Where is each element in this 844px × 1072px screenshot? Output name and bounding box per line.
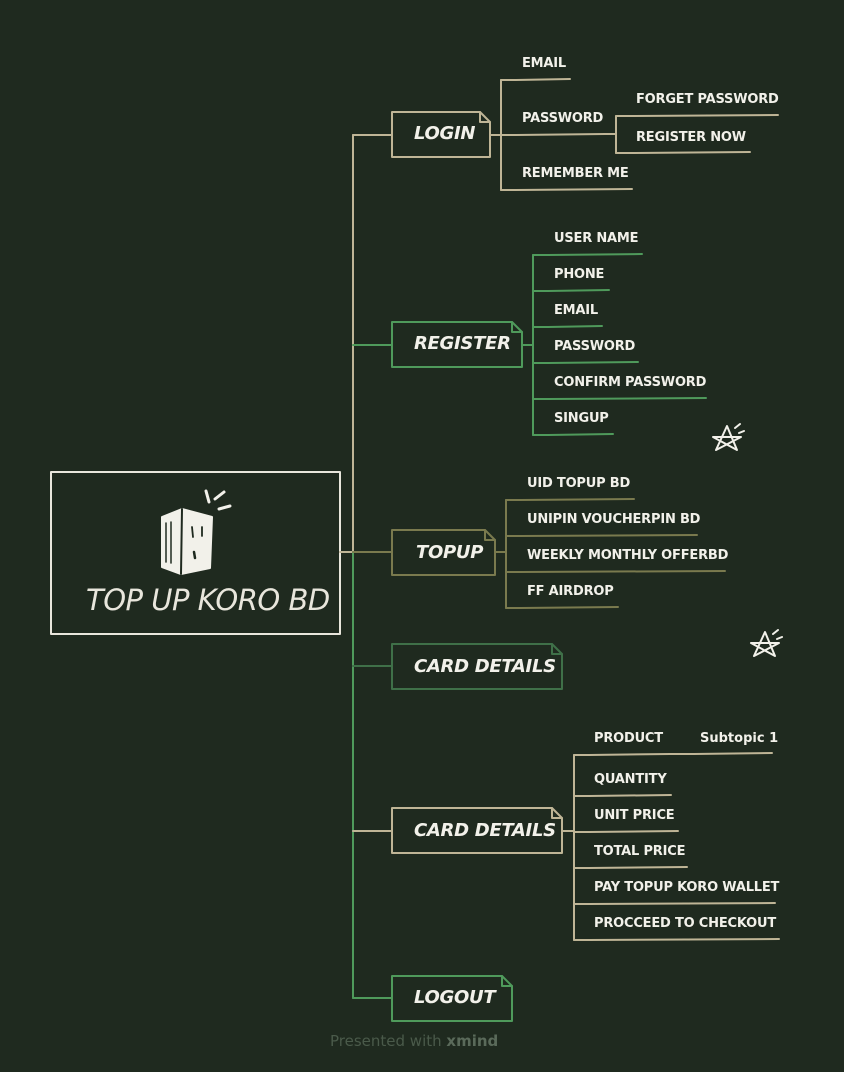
card-product-subtopic[interactable]: Subtopic 1 xyxy=(700,731,779,746)
topup-unipin[interactable]: UNIPIN VOUCHERPIN BD xyxy=(527,512,701,527)
login-remember-me[interactable]: REMEMBER ME xyxy=(522,166,629,181)
register-singup[interactable]: SINGUP xyxy=(554,411,609,426)
star-doodle-icon xyxy=(750,629,783,657)
card-unit-price[interactable]: UNIT PRICE xyxy=(594,808,675,823)
register-topic-box xyxy=(391,321,523,368)
card-details-1-topic[interactable]: CARD DETAILS xyxy=(414,656,556,677)
login-email[interactable]: EMAIL xyxy=(522,56,566,71)
xmind-brand: xmind xyxy=(446,1032,499,1050)
star-doodle-icon xyxy=(712,423,745,451)
card-product[interactable]: PRODUCT xyxy=(594,731,663,746)
card-proceed-checkout[interactable]: PROCCEED TO CHECKOUT xyxy=(594,916,776,931)
topup-topic[interactable]: TOPUP xyxy=(416,542,484,563)
register-password[interactable]: PASSWORD xyxy=(554,339,636,354)
presented-with-footer[interactable]: Presented with xmind xyxy=(330,1032,498,1050)
register-confirm-password[interactable]: CONFIRM PASSWORD xyxy=(554,375,707,390)
login-topic-box xyxy=(391,111,491,158)
topup-weekly-monthly[interactable]: WEEKLY MONTHLY OFFERBD xyxy=(527,548,729,563)
register-email[interactable]: EMAIL xyxy=(554,303,598,318)
login-forget-password[interactable]: FORGET PASSWORD xyxy=(636,92,779,107)
card-details-1-topic-box xyxy=(391,643,563,690)
card-details-2-topic[interactable]: CARD DETAILS xyxy=(414,820,556,841)
root-title[interactable]: TOP UP KORO BD xyxy=(86,583,330,617)
logout-topic[interactable]: LOGOUT xyxy=(414,987,496,1008)
login-register-now[interactable]: REGISTER NOW xyxy=(636,130,746,145)
register-user-name[interactable]: USER NAME xyxy=(554,231,639,246)
book-character-icon xyxy=(161,489,232,575)
card-details-2-topic-box xyxy=(391,807,563,854)
login-topic[interactable]: LOGIN xyxy=(414,123,476,144)
register-topic[interactable]: REGISTER xyxy=(414,333,511,354)
card-total-price[interactable]: TOTAL PRICE xyxy=(594,844,686,859)
card-quantity[interactable]: QUANTITY xyxy=(594,772,667,787)
topup-topic-box xyxy=(391,529,496,576)
register-phone[interactable]: PHONE xyxy=(554,267,605,282)
login-password[interactable]: PASSWORD xyxy=(522,111,604,126)
topup-uid[interactable]: UID TOPUP BD xyxy=(527,476,631,491)
topup-ff-airdrop[interactable]: FF AIRDROP xyxy=(527,584,614,599)
card-pay-wallet[interactable]: PAY TOPUP KORO WALLET xyxy=(594,880,780,895)
logout-topic-box xyxy=(391,975,513,1022)
footer-prefix: Presented with xyxy=(330,1032,442,1050)
